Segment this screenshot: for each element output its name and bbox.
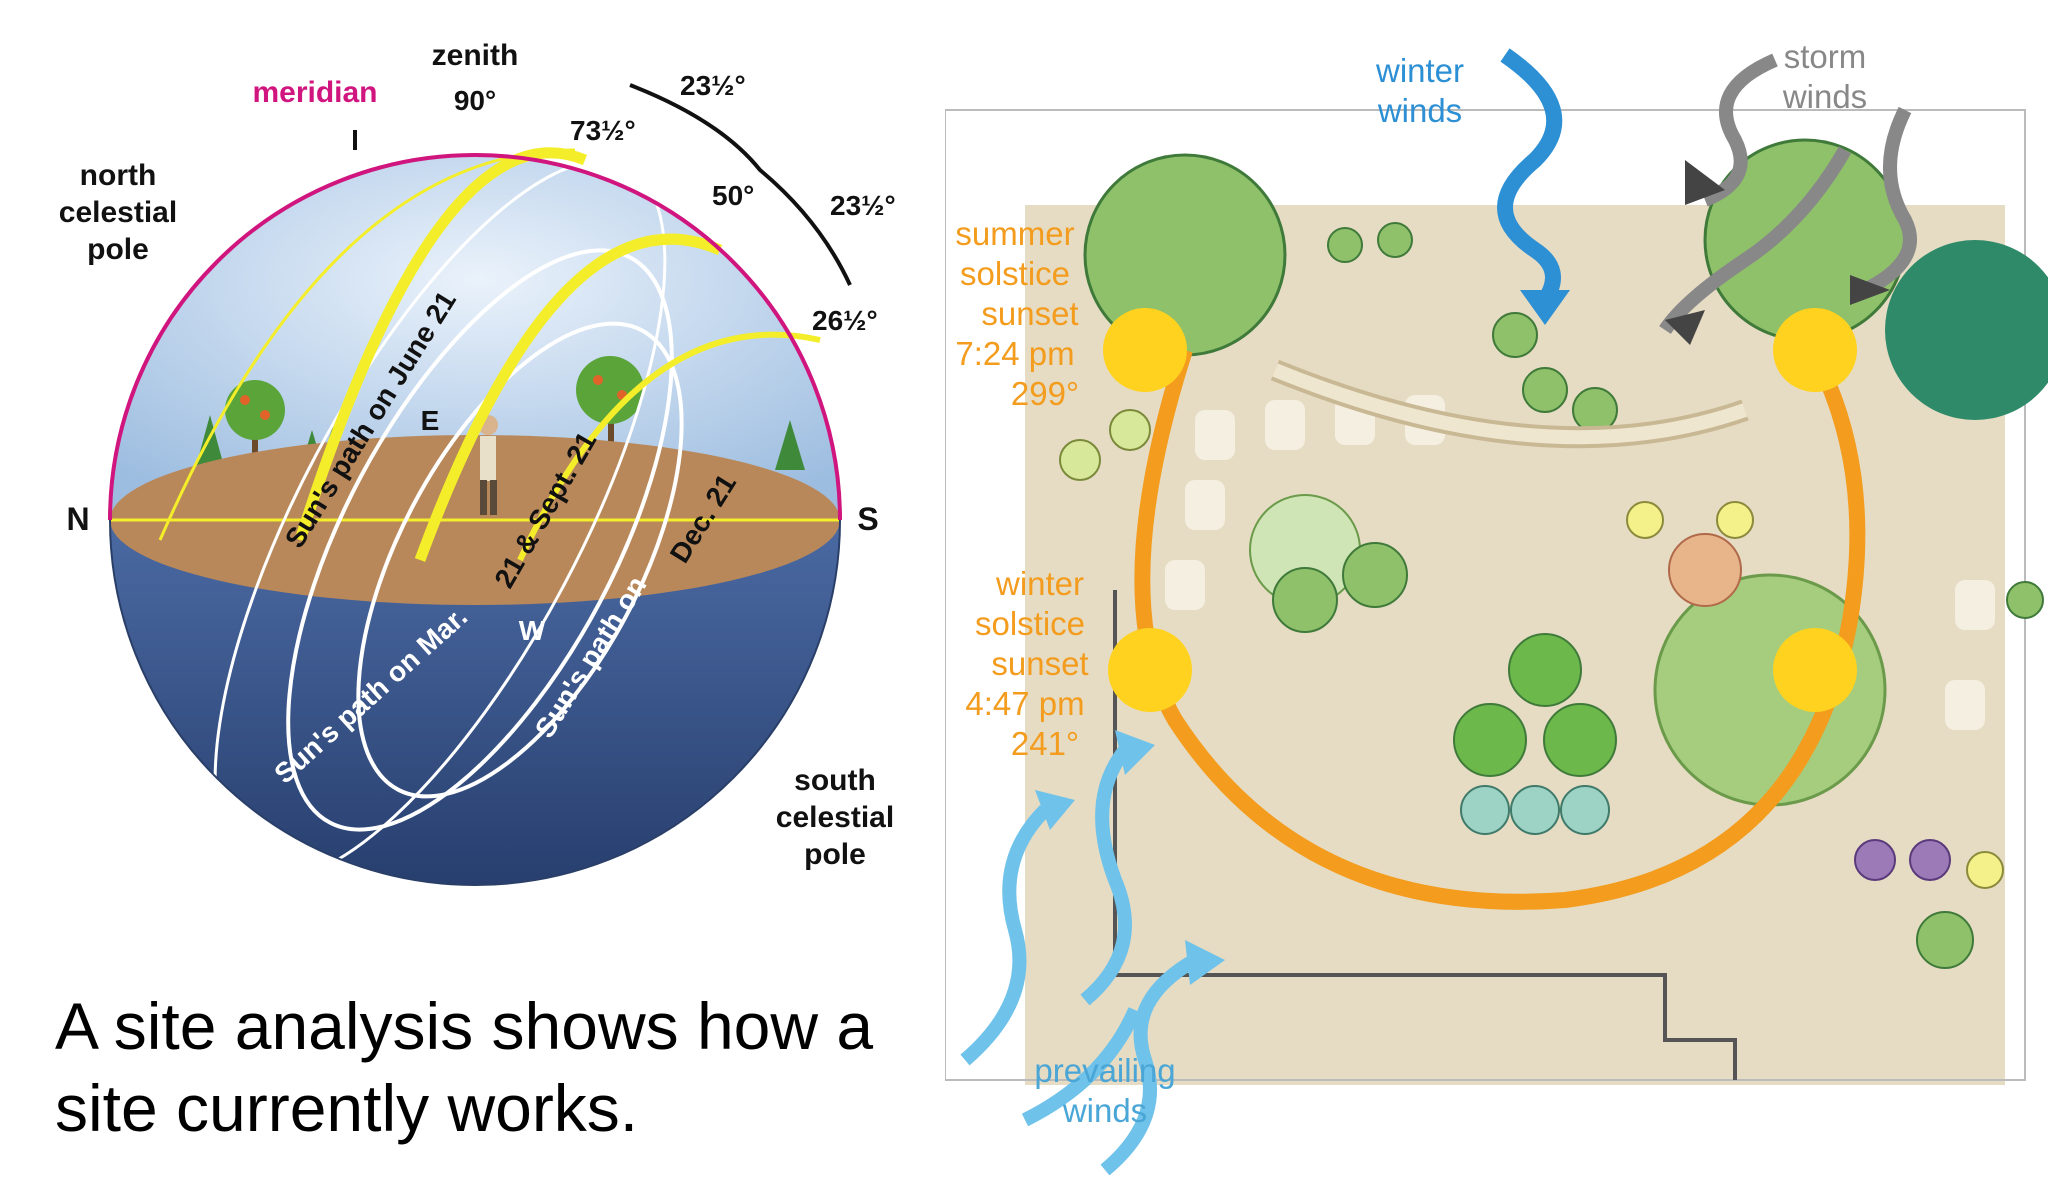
winter-sunset-line5: 241° [1011,725,1079,762]
south-pole-label-line3: pole [804,838,866,871]
winter-winds-label-line1: winter [1375,52,1464,89]
garden-plants [1059,222,2044,969]
north-pole-label-line1: north [80,159,157,192]
summer-sunrise-marker [1773,308,1857,392]
west-label: W [519,615,546,646]
site-analysis-plan: winter winds storm winds summer solstice… [945,38,2048,1176]
winter-sunset-line1: winter [995,565,1084,602]
winter-wind-arrow [1497,48,1563,305]
winter-winds-label-line2: winds [1377,92,1462,129]
winter-sunset-line2: solstice [975,605,1085,642]
winter-sunrise-marker [1773,628,1857,712]
winter-sunset-marker [1108,628,1192,712]
north-pole-label-line2: celestial [59,196,177,229]
summer-sunset-line3: sunset [981,295,1078,332]
summer-sunset-line5: 299° [1011,375,1079,412]
prevailing-winds-line1: prevailing [1034,1052,1175,1089]
zenith-label: zenith [432,39,519,72]
east-label: E [421,405,440,436]
summer-sunset-line4: 7:24 pm [955,335,1074,372]
angle-26-label: 26½° [812,305,878,336]
sun-paths [158,147,821,881]
tree-icons [195,356,805,470]
south-label: S [857,501,878,537]
summer-sunset-marker [1103,308,1187,392]
angle-73-label: 73½° [570,115,636,146]
angle-23-mid-label: 23½° [830,190,896,221]
south-pole-label-line1: south [794,764,876,797]
angle-90-label: 90° [454,85,496,116]
angle-50-label: 50° [712,180,754,211]
south-pole-label-line2: celestial [776,801,894,834]
summer-sunset-line1: summer [955,215,1074,252]
north-label: N [66,501,89,537]
winter-sunset-line3: sunset [991,645,1088,682]
prevailing-winds-line2: winds [1062,1092,1147,1129]
meridian-label: meridian [252,76,377,109]
winter-sunset-line4: 4:47 pm [965,685,1084,722]
summer-sunset-line2: solstice [960,255,1070,292]
prevailing-wind-arrows [960,745,1199,1176]
storm-wind-arrows [1659,53,1917,335]
angle-23-top-label: 23½° [680,70,746,101]
observer-figure [478,415,498,515]
meridian-arc [108,153,842,521]
celestial-sphere-diagram: zenith 90° meridian 73½° 23½° 50° 23½° 2… [59,39,896,886]
storm-winds-label-line1: storm [1784,38,1867,75]
storm-winds-label-line2: winds [1782,78,1867,115]
north-pole-label-line3: pole [87,233,149,266]
tree-canopies [1083,138,2048,807]
caption: A site analysis shows how a site current… [55,989,874,1145]
angle-arc-arrows [629,83,852,286]
